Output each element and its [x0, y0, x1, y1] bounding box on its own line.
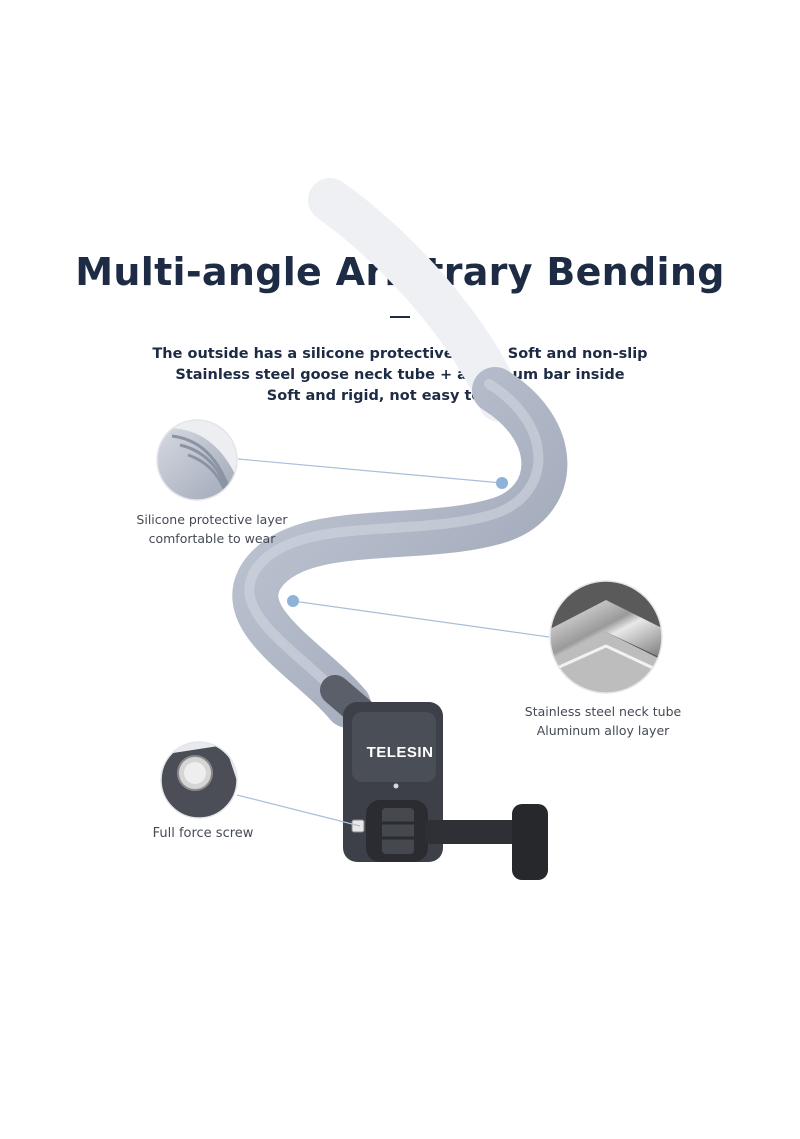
zoom-silicone — [157, 420, 237, 500]
callout-steel-caption: Stainless steel neck tube Aluminum alloy… — [508, 702, 698, 740]
callout-silicone-line-2: comfortable to wear — [148, 531, 276, 546]
callout-dot-steel — [287, 595, 299, 607]
callout-steel-line-2: Aluminum alloy layer — [536, 723, 670, 738]
mount-panel — [352, 712, 436, 782]
description-line-3: Soft and rigid, not easy to break — [266, 388, 534, 404]
tube-highlight — [244, 379, 544, 704]
mount-indicator — [393, 783, 399, 789]
tube-upper-fade — [308, 178, 522, 422]
brand-logo: TELESIN — [366, 744, 434, 761]
callout-screw-caption: Full force screw — [138, 824, 268, 843]
callout-steel-line-1: Stainless steel neck tube — [524, 704, 682, 719]
callout-line-screw — [236, 794, 361, 827]
description-line-1: The outside has a silicone protective la… — [152, 346, 648, 362]
mount-fingers — [382, 808, 414, 854]
mount-arm — [425, 820, 520, 844]
callout-silicone-line-1: Silicone protective layer — [136, 512, 288, 527]
callout-screw-line-1: Full force screw — [152, 826, 254, 841]
zoom-steel — [550, 581, 662, 693]
zoom-screw — [161, 742, 237, 818]
callout-dot-silicone — [496, 477, 508, 489]
callout-silicone-caption: Silicone protective layer comfortable to… — [112, 510, 312, 548]
title-divider — [390, 316, 410, 318]
callout-line-silicone — [237, 458, 503, 484]
thumb-knob — [512, 804, 548, 880]
callout-line-steel — [292, 600, 550, 638]
